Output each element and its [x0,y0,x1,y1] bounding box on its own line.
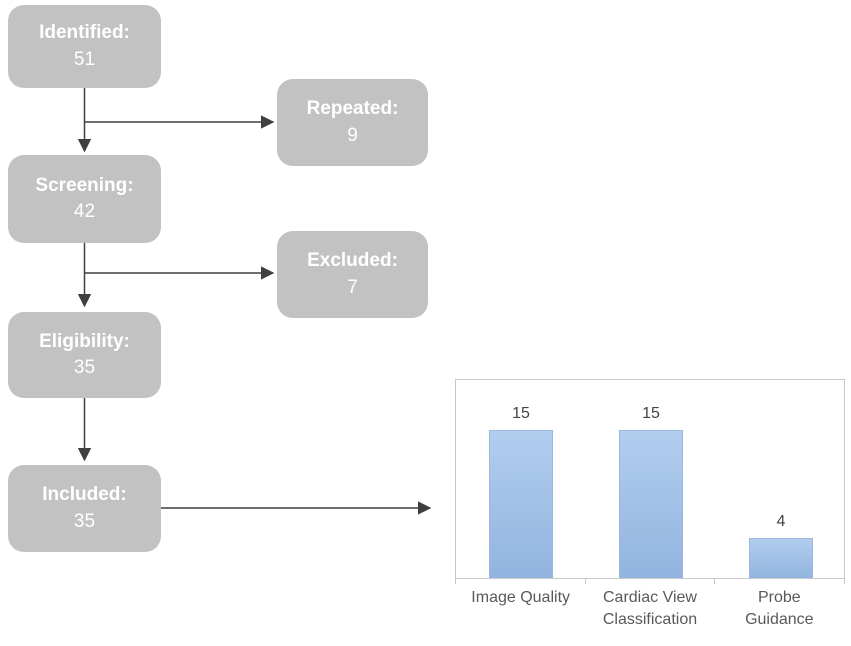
bar-group-probe-guidance: 4 [716,380,846,578]
flow-box-value: 51 [73,48,96,70]
axis-tick [843,578,845,584]
bar-chart-plot-area: 15 15 4 Image Quality Cardiac View Class… [455,379,846,628]
axis-tick [455,578,456,584]
flow-box-screening: Screening: 42 [8,155,161,243]
bar-image-quality [489,429,553,578]
bar-data-label: 4 [776,513,786,531]
flow-box-label: Eligibility: [39,330,130,352]
flow-box-label: Identified: [39,22,130,44]
x-axis-ticks [455,578,845,584]
flow-box-eligibility: Eligibility: 35 [8,312,161,398]
flow-box-value: 7 [347,276,358,298]
bar-group-cardiac-view-classification: 15 [586,380,716,578]
flow-box-label: Screening: [35,174,134,196]
bar-cardiac-view-classification [619,429,683,578]
flow-box-identified: Identified: 51 [8,5,161,88]
flow-box-included: Included: 35 [8,465,161,552]
x-tick-label-image-quality: Image Quality [471,589,571,606]
flow-box-label: Included: [42,484,127,506]
bar-probe-guidance [749,538,813,578]
x-tick-label-cardiac-view-classification: Cardiac View Classification [602,589,698,628]
axis-tick [584,578,586,584]
bar-data-label: 15 [642,404,660,422]
flow-box-repeated: Repeated: 9 [277,79,428,166]
flow-box-excluded: Excluded: 7 [277,231,428,318]
bar-data-label: 15 [512,404,530,422]
flow-box-label: Repeated: [306,98,399,120]
flow-box-value: 35 [73,510,96,532]
flow-box-label: Excluded: [307,250,398,272]
bar-group-image-quality: 15 [456,380,586,578]
flow-box-value: 35 [73,357,96,378]
flow-box-value: 9 [347,124,358,146]
flow-box-value: 42 [73,201,96,222]
x-axis-labels: Image Quality Cardiac View Classificatio… [456,587,844,631]
x-tick-label-probe-guidance: Probe Guidance [745,589,814,628]
axis-tick [714,578,716,584]
